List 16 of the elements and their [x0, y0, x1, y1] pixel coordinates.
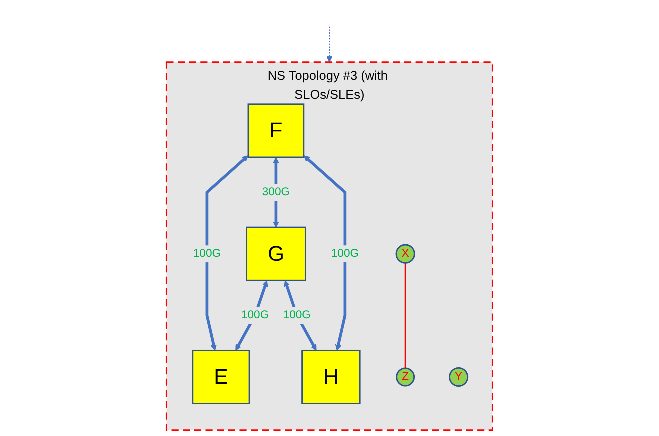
arrow	[206, 156, 248, 351]
node-circle: Y	[448, 367, 468, 388]
node-box: F	[248, 104, 304, 158]
node-box: H	[301, 350, 361, 404]
edge-label: 100G	[241, 309, 269, 322]
node-circle: Z	[396, 368, 415, 387]
edge-label: 100G	[331, 248, 359, 260]
edge-label: 100G	[283, 309, 311, 322]
node-box: G	[246, 226, 306, 282]
edge-label: 300G	[262, 186, 290, 198]
edge-label: 100G	[193, 248, 221, 260]
node-circle: X	[396, 244, 416, 264]
arrow	[304, 156, 346, 351]
connector	[404, 263, 406, 368]
node-box: E	[192, 350, 250, 404]
arrow	[326, 26, 333, 63]
